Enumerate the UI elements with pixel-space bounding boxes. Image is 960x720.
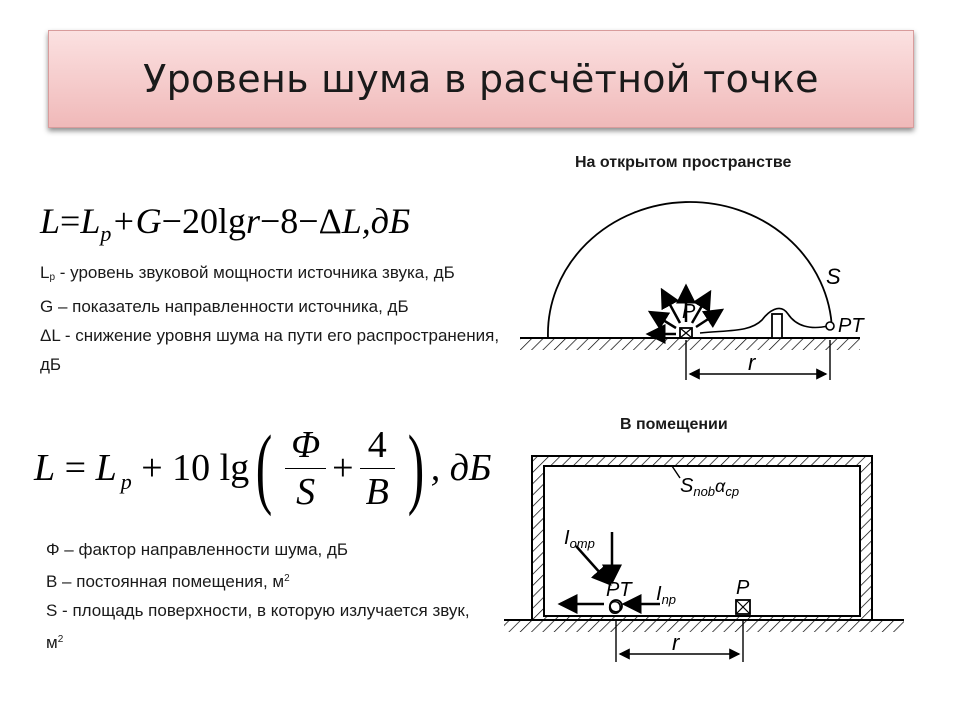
formula1-L: L bbox=[40, 201, 61, 241]
formula1-eq: = bbox=[60, 201, 81, 241]
formula2-p: p bbox=[120, 469, 132, 494]
formula2-L: L bbox=[34, 447, 56, 489]
caption-open-space: На открытом пространстве bbox=[575, 154, 792, 171]
label-P: P bbox=[682, 301, 696, 323]
formula1-plusG: +G bbox=[111, 201, 162, 241]
formula2-plus10lg: + 10 lg bbox=[141, 447, 250, 489]
formula1-minus8: −8−Δ bbox=[260, 201, 342, 241]
formula2-rparen: ) bbox=[407, 418, 425, 517]
formula1-r: r bbox=[245, 201, 260, 241]
formula2-den1: S bbox=[296, 470, 316, 513]
caption-room: В помещении bbox=[620, 416, 728, 433]
label-PT: PT bbox=[838, 315, 865, 337]
desc2-line3-text: S - площадь поверхности, в которую излуч… bbox=[46, 601, 470, 652]
desc2-line2-text: B – постоянная помещения, м bbox=[46, 572, 285, 591]
receiver-point bbox=[825, 321, 835, 331]
formula2-unit: , дБ bbox=[430, 447, 492, 489]
formula2-den2: B bbox=[365, 470, 389, 513]
desc2-line3-sup: 2 bbox=[57, 634, 64, 645]
diagram-open-space: S P PT r bbox=[520, 201, 865, 380]
formula-open-space: L=Lp+G−20lgr−8−ΔL,дБ bbox=[40, 200, 410, 247]
desc1-p-sub: p bbox=[49, 272, 56, 283]
label-Ipr: Inp bbox=[656, 583, 676, 607]
desc2-line3: S - площадь поверхности, в которую излуч… bbox=[46, 596, 486, 657]
formula2-num1: Φ bbox=[291, 423, 321, 466]
formula1-description: Lp - уровень звуковой мощности источника… bbox=[40, 258, 520, 379]
formula1-unit: ,дБ bbox=[361, 201, 411, 241]
desc1-line2: G – показатель направленности источника,… bbox=[40, 297, 409, 316]
label-S: S bbox=[826, 264, 841, 289]
label-r: r bbox=[672, 630, 681, 655]
formula1-dL: L bbox=[341, 201, 362, 241]
sound-path bbox=[699, 307, 829, 334]
room-ground-hatch bbox=[504, 620, 904, 632]
room-receiver-point bbox=[609, 599, 623, 613]
label-Iotr: Iomp bbox=[564, 527, 595, 551]
desc1-line1: Lp - уровень звуковой мощности источника… bbox=[40, 258, 520, 292]
room-interior bbox=[543, 465, 861, 617]
formula2-lparen: ( bbox=[255, 418, 273, 517]
formula2-description: Φ – фактор направленности шума, дБ B – п… bbox=[46, 535, 486, 657]
label-r: r bbox=[748, 350, 757, 375]
formula1-p: p bbox=[100, 221, 112, 246]
desc2-line2-sup: 2 bbox=[284, 573, 290, 584]
formula2-L2: L bbox=[95, 447, 117, 489]
formula1-L2: L bbox=[80, 201, 101, 241]
label-O: O bbox=[608, 598, 622, 618]
reflected-arrow-2 bbox=[575, 545, 612, 586]
title-banner: Уровень шума в расчётной точке bbox=[48, 30, 914, 128]
radiation-arrows bbox=[645, 283, 725, 344]
formula2-num2: 4 bbox=[367, 423, 387, 466]
barrier bbox=[771, 313, 783, 339]
desc2-line1: Φ – фактор направленности шума, дБ bbox=[46, 540, 349, 559]
desc1-line3: ΔL - снижение уровня шума на пути его ра… bbox=[40, 326, 500, 374]
formula1-minus20: −20lg bbox=[161, 201, 246, 241]
label-P: P bbox=[736, 577, 750, 599]
page-title: Уровень шума в расчётной точке bbox=[143, 57, 819, 101]
desc2-line2: B – постоянная помещения, м2 bbox=[46, 564, 486, 596]
ground-hatch bbox=[520, 338, 860, 350]
desc1-L: L bbox=[40, 263, 50, 282]
desc1-line1-text: - уровень звуковой мощности источника зв… bbox=[55, 263, 455, 282]
formula2-eq: = bbox=[64, 447, 87, 489]
diagram-room: Snobαcp Iomp PT Inp O P r bbox=[504, 455, 904, 662]
label-PT: PT bbox=[606, 579, 633, 601]
hemisphere-arc bbox=[547, 201, 833, 339]
formula2-plus: + bbox=[332, 447, 354, 489]
label-Snob: Snobαcp bbox=[680, 475, 739, 499]
